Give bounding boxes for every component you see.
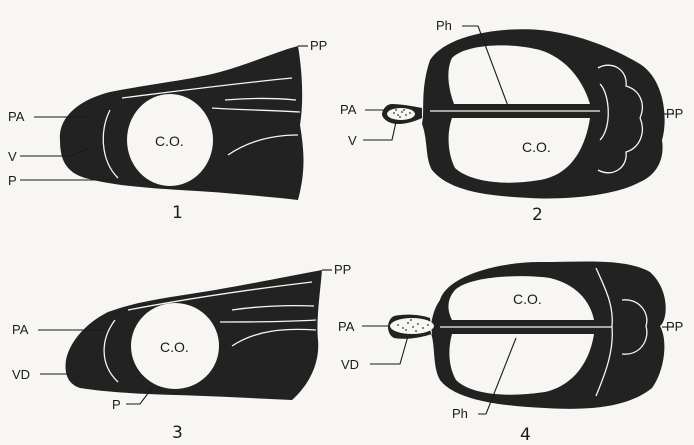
figure-1: PP PA V P C.O. 1: [8, 38, 327, 223]
figure-4: PA VD Ph PP C.O. 4: [338, 261, 683, 445]
fig3-callout-pp: PP: [334, 262, 351, 277]
fig4-callout-vd: VD: [341, 357, 359, 372]
fig2-callout-ph: Ph: [436, 18, 452, 33]
fig3-number: 3: [172, 423, 183, 443]
fig4-number: 4: [520, 425, 531, 445]
fig2-leader-v: [363, 122, 396, 140]
fig2-callout-pa: PA: [340, 102, 357, 117]
fig4-callout-ph: Ph: [452, 406, 468, 421]
fig1-callout-v: V: [8, 149, 17, 164]
fig2-number: 2: [532, 205, 543, 225]
figure-2: Ph PA V PP C.O. 2: [340, 18, 683, 225]
fig4-nasal-capsule: [390, 318, 434, 334]
fig3-inner-label: C.O.: [160, 339, 189, 355]
fig2-inner-label: C.O.: [522, 139, 551, 155]
fig1-callout-p: P: [8, 173, 17, 188]
fig3-callout-pa: PA: [12, 322, 29, 337]
fig1-callout-pp: PP: [310, 38, 327, 53]
fig2-callout-v: V: [348, 133, 357, 148]
fig4-leader-vd: [370, 336, 408, 364]
fig4-callout-pa: PA: [338, 319, 355, 334]
fig1-callout-pa: PA: [8, 109, 25, 124]
fig3-callout-p: P: [112, 397, 121, 412]
fig4-callout-pp: PP: [666, 319, 683, 334]
fig1-number: 1: [172, 203, 183, 223]
fig2-callout-pp: PP: [666, 106, 683, 121]
figure-3: PP PA VD P C.O. 3: [12, 262, 351, 443]
fig2-nasal-capsule: [387, 108, 415, 120]
fig4-inner-label: C.O.: [513, 291, 542, 307]
fig1-inner-label: C.O.: [155, 133, 184, 149]
fig3-callout-vd: VD: [12, 367, 30, 382]
